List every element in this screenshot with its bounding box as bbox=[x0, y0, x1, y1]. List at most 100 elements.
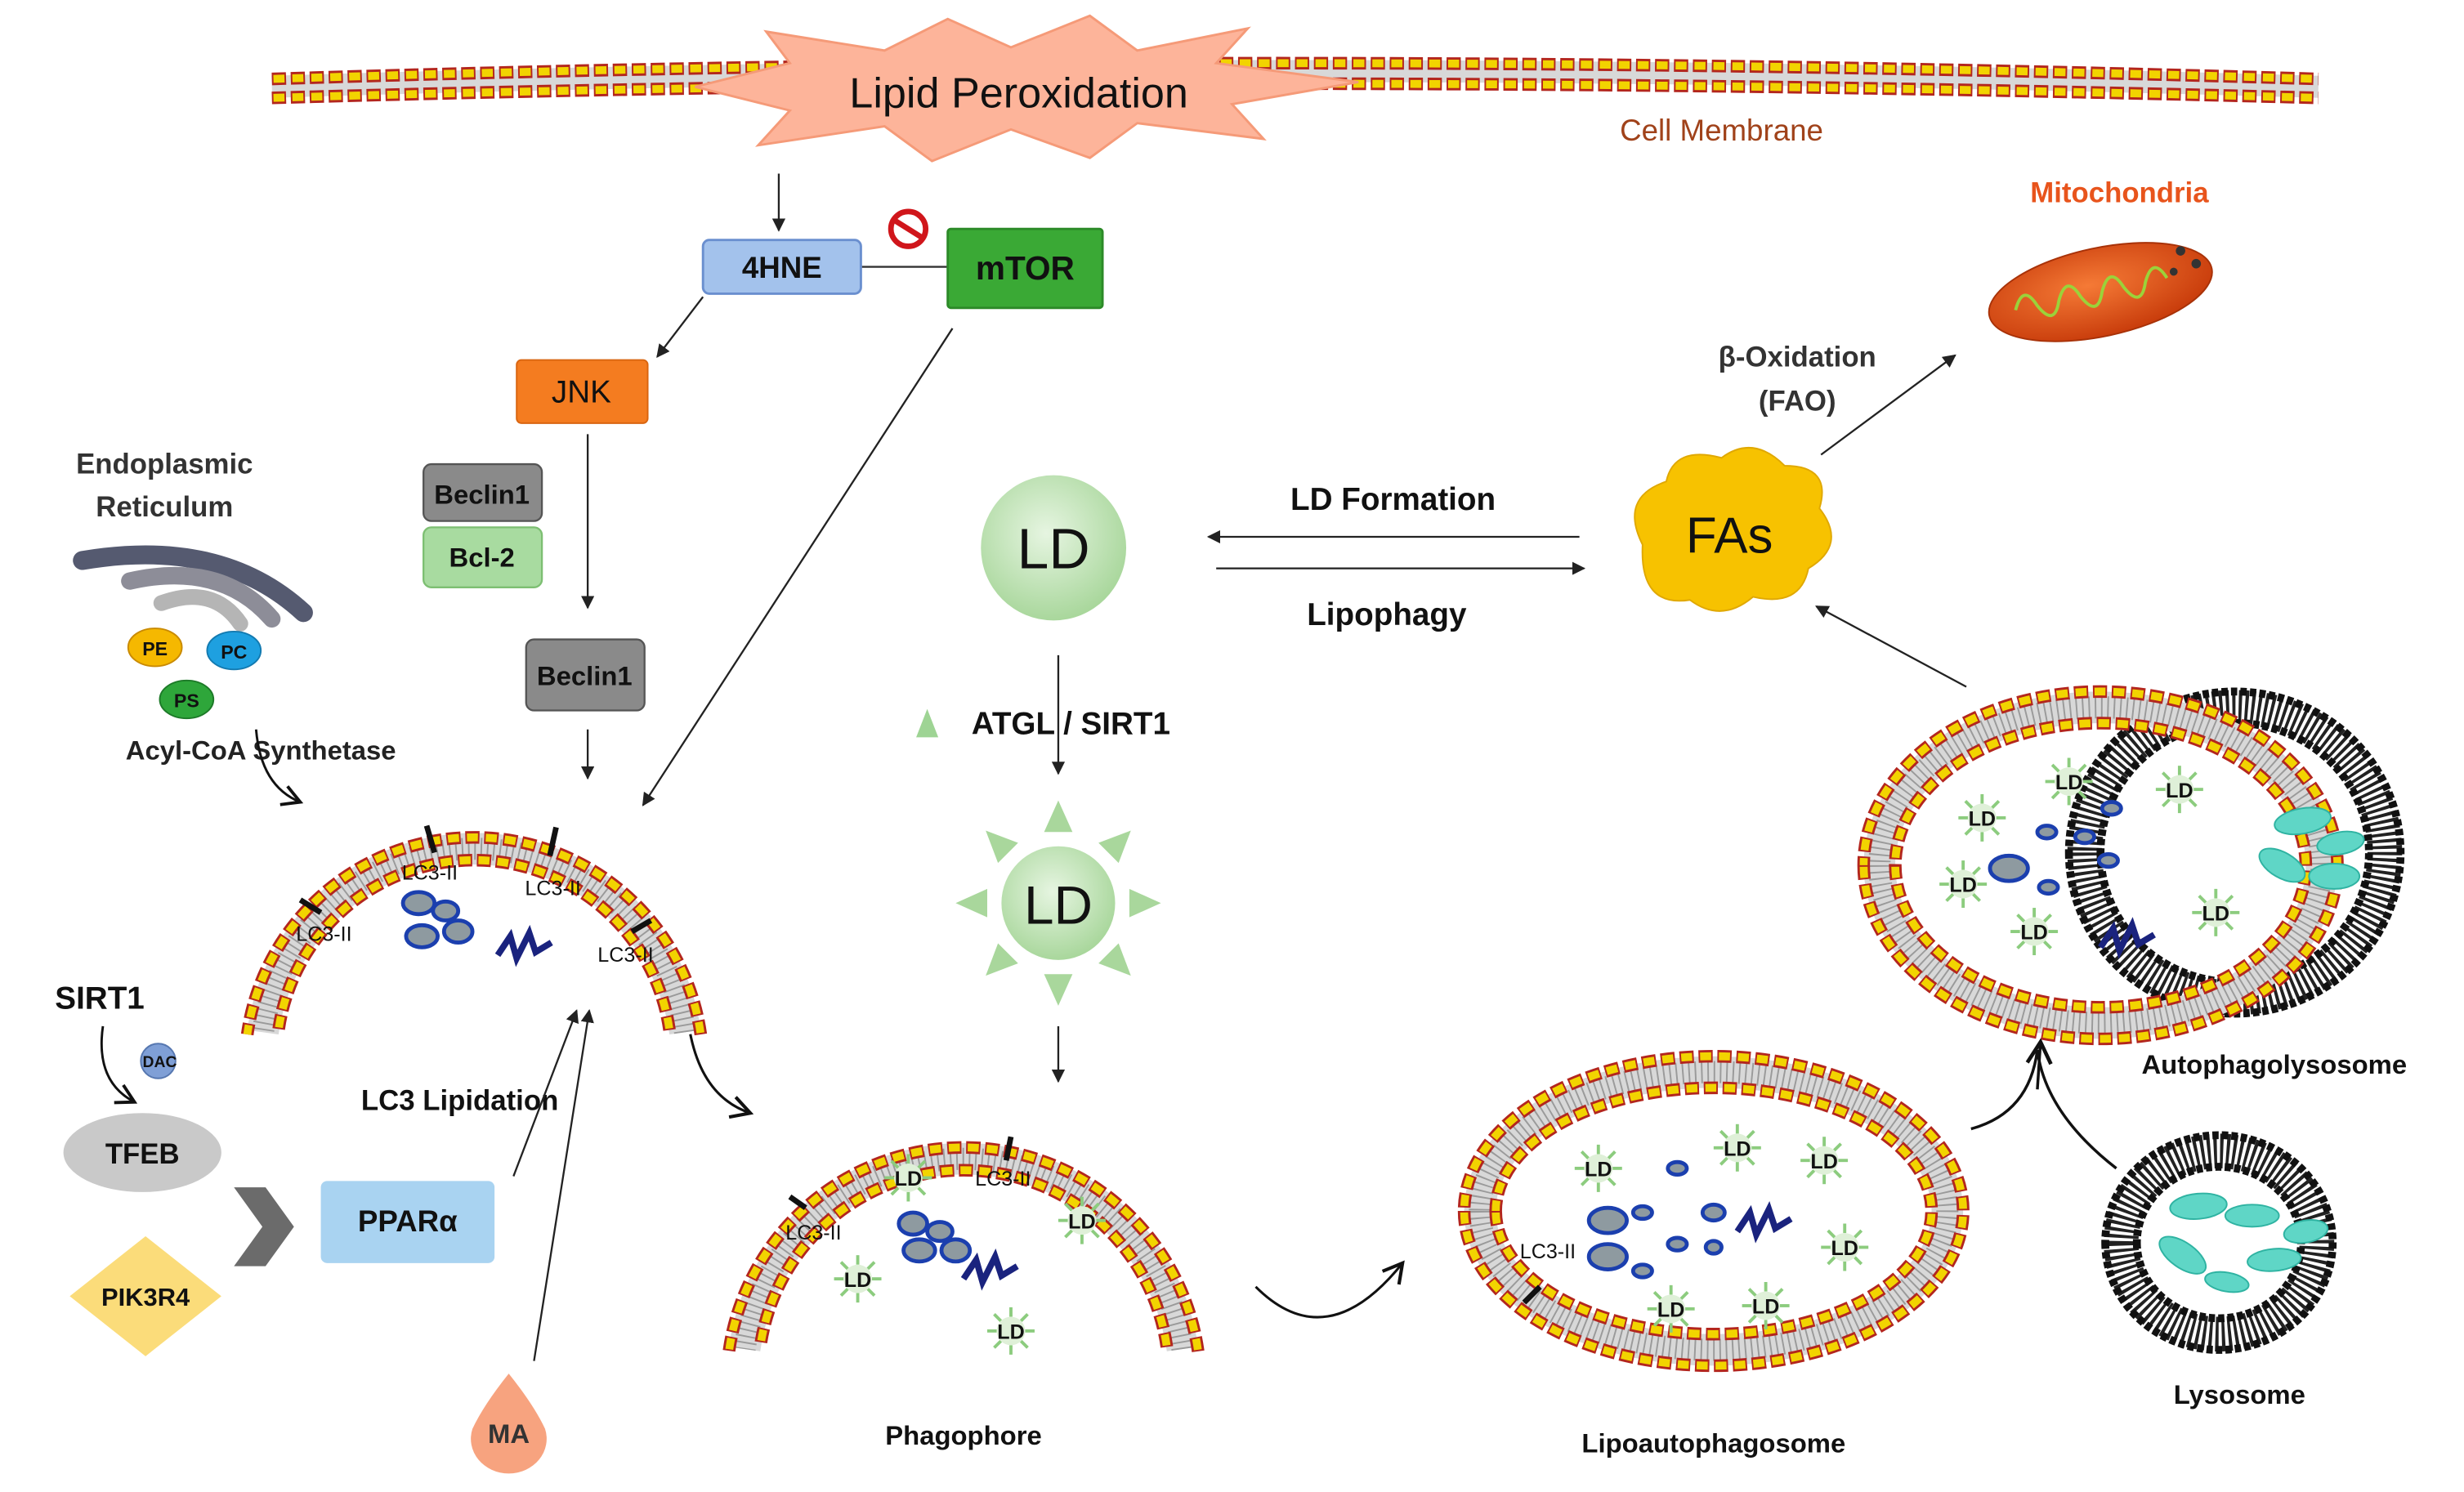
ppara-box: PPARα bbox=[320, 1181, 495, 1263]
beclin1-label: Beclin1 bbox=[537, 661, 633, 691]
up-triangle-icon bbox=[916, 708, 939, 738]
ld-marker-label: LD bbox=[2166, 780, 2193, 802]
lipoautophagosome-membrane bbox=[1457, 1049, 1970, 1373]
dac-badge: DAC bbox=[140, 1043, 177, 1079]
ld-ray bbox=[1098, 943, 1131, 976]
jnk-label: JNK bbox=[552, 375, 611, 410]
4hne-box: 4HNE bbox=[701, 239, 862, 295]
cargo-particle bbox=[441, 918, 475, 945]
ld-ray bbox=[1044, 974, 1073, 1006]
ld-marker-label: LD bbox=[2202, 903, 2229, 926]
ld-core bbox=[1830, 1233, 1859, 1262]
cargo-particle bbox=[1630, 1262, 1654, 1280]
lipophagy-label: Lipophagy bbox=[1307, 597, 1467, 632]
arrow-ma-to-phagophore bbox=[533, 1009, 594, 1361]
cargo-particle bbox=[431, 899, 461, 922]
membrane-heads bbox=[1491, 1083, 1936, 1338]
ld-ray bbox=[1064, 1229, 1074, 1239]
fusion-arrow-head bbox=[2025, 1038, 2053, 1090]
ld-ray bbox=[1833, 1169, 1842, 1179]
arrow-ppara-to-phagophore bbox=[512, 1009, 579, 1177]
ld-marker-label: LD bbox=[1969, 808, 1996, 831]
pe-lipid: PE bbox=[127, 628, 183, 668]
beclin1-bcl2-complex: Beclin1 Bcl-2 bbox=[423, 462, 543, 588]
ld-marker: LD bbox=[1958, 793, 2006, 842]
membrane-tail-lines bbox=[1469, 1061, 1959, 1361]
ld-marker-label: LD bbox=[1949, 874, 1976, 897]
ld-ray bbox=[1746, 1129, 1755, 1139]
cargo-particle bbox=[1700, 1202, 1727, 1223]
lysosomal-enzyme bbox=[2247, 1248, 2302, 1272]
fusion-arrow bbox=[1970, 1049, 2117, 1170]
ld-marker: LD bbox=[1800, 1137, 1849, 1185]
cargo-particle bbox=[2035, 824, 2059, 841]
protein-aggregate bbox=[960, 1249, 1019, 1291]
beclin1-box: Beclin1 bbox=[525, 638, 646, 712]
ld-core bbox=[843, 1264, 872, 1293]
ld-ray bbox=[986, 943, 1018, 976]
ld-ray bbox=[1964, 826, 1974, 836]
ld-core bbox=[1948, 869, 1978, 899]
ld-ray bbox=[917, 1159, 927, 1169]
lysosomal-enzyme bbox=[2258, 847, 2306, 883]
lysosomal-enzyme bbox=[2158, 1235, 2207, 1275]
ld-ray bbox=[1019, 1339, 1029, 1349]
cargo-particle bbox=[1630, 1204, 1654, 1222]
ld-marker-label: LD bbox=[1724, 1137, 1751, 1160]
cargo-particle bbox=[2037, 878, 2060, 896]
ld-ray bbox=[1774, 1288, 1784, 1298]
ld-ray bbox=[2198, 921, 2207, 931]
lc3-ii-label: LC3-II bbox=[296, 923, 351, 946]
ld-ray bbox=[890, 1159, 900, 1169]
membrane-heads bbox=[1460, 1052, 1967, 1370]
membrane-heads bbox=[243, 833, 705, 1035]
lc3-anchor bbox=[423, 824, 437, 854]
ld-core bbox=[2019, 917, 2049, 946]
tfeb-label: TFEB bbox=[105, 1139, 180, 1170]
ld-marker-label: LD bbox=[1831, 1237, 1858, 1260]
ld-ray bbox=[2225, 894, 2234, 904]
ld-core bbox=[1967, 803, 1997, 833]
ld-ray bbox=[1806, 1142, 1816, 1152]
membrane-heads bbox=[271, 59, 2319, 83]
cargo-particle bbox=[897, 1210, 929, 1237]
cargo-particle bbox=[1666, 1235, 1689, 1253]
mtor-box: mTOR bbox=[946, 227, 1104, 310]
ld-ray bbox=[2162, 798, 2171, 807]
ld-ray bbox=[1580, 1177, 1590, 1186]
lc3-ii-label: LC3-II bbox=[402, 861, 458, 884]
ld-core bbox=[1067, 1206, 1097, 1235]
arrow-er-to-phagophore bbox=[254, 729, 304, 806]
phagophore-2-membrane bbox=[722, 1141, 1205, 1352]
lysosomal-enzyme bbox=[2169, 1192, 2228, 1220]
cargo-particle bbox=[2073, 828, 2096, 846]
pik3r4-label: PIK3R4 bbox=[101, 1283, 190, 1311]
autophagolysosome-label: Autophagolysosome bbox=[2141, 1049, 2407, 1079]
lysosome-outer-heads bbox=[2101, 1131, 2337, 1354]
ld-ray bbox=[1854, 1256, 1863, 1266]
ld-marker-label: LD bbox=[2020, 922, 2047, 945]
ld-ray bbox=[2225, 921, 2234, 931]
lysosome-membrane bbox=[2067, 690, 2403, 1016]
ma-node: MA bbox=[471, 1374, 547, 1474]
arrow-phagophore-progression bbox=[689, 1034, 754, 1119]
lipid-peroxidation-label: Lipid Peroxidation bbox=[849, 69, 1188, 117]
ld-marker: LD bbox=[1821, 1223, 1869, 1271]
ld-core bbox=[996, 1316, 1026, 1346]
bcl2-label: Bcl-2 bbox=[449, 543, 515, 573]
pe-label: PE bbox=[142, 638, 168, 659]
phagophore-label: Phagophore bbox=[885, 1420, 1042, 1450]
cargo-particle bbox=[925, 1220, 955, 1244]
lysosomal-enzyme bbox=[2316, 830, 2365, 856]
cargo-particle bbox=[939, 1237, 973, 1264]
lipoautophagosome-label: Lipoautophagosome bbox=[1581, 1428, 1845, 1458]
ld-ray bbox=[839, 1288, 849, 1298]
ld-ray bbox=[1964, 800, 1974, 809]
lc3-ii-label: LC3-II bbox=[525, 878, 580, 900]
cargo-particle bbox=[1666, 1159, 1689, 1177]
tfeb-node: TFEB bbox=[63, 1113, 221, 1192]
ld-marker-label: LD bbox=[1752, 1296, 1779, 1319]
ld-core bbox=[1723, 1133, 1752, 1163]
